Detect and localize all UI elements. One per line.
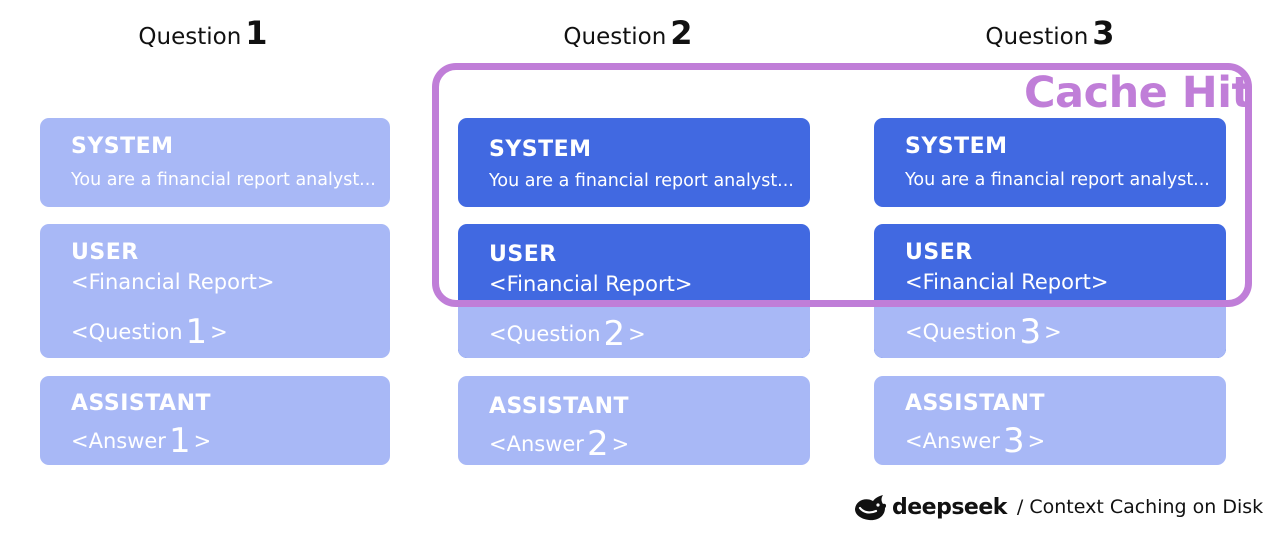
assistant-title: ASSISTANT [489,394,630,419]
system-text: You are a financial report analyst... [489,171,794,191]
system-card-1: SYSTEM You are a financial report analys… [40,118,390,207]
footer-tagline: / Context Caching on Disk [1016,496,1264,518]
user-title: USER [905,240,973,265]
answer-line: <Answer1> [71,421,212,461]
system-title: SYSTEM [489,137,592,162]
question-number: 2 [670,14,693,52]
system-title: SYSTEM [905,134,1008,159]
user-card-1: USER <Financial Report> <Question1> [40,224,390,358]
question-word: Question [563,24,667,50]
answer-line: <Answer2> [489,424,630,464]
brand-name: deepseek [892,494,1007,520]
assistant-card-1: ASSISTANT <Answer1> [40,376,390,465]
assistant-card-2: ASSISTANT <Answer2> [458,376,810,465]
system-card-3: SYSTEM You are a financial report analys… [874,118,1226,207]
question-word: Question [985,24,1089,50]
financial-report-text: <Financial Report> [489,272,693,296]
question-number: 1 [245,14,268,52]
cache-hit-region [432,63,1252,307]
question-line: <Question2> [489,314,646,354]
footer-branding: deepseek / Context Caching on Disk [852,490,1263,524]
whale-icon [855,495,887,521]
answer-line: <Answer3> [905,421,1046,461]
financial-report-text: <Financial Report> [905,270,1109,294]
user-title: USER [71,240,139,265]
system-title: SYSTEM [71,134,174,159]
question-number: 3 [1092,14,1115,52]
question-line: <Question3> [905,312,1062,352]
system-text: You are a financial report analyst... [71,170,376,190]
uncached-question-area [458,300,810,358]
cache-hit-label: Cache Hit [1024,68,1252,118]
assistant-card-3: ASSISTANT <Answer3> [874,376,1226,465]
user-card-3: USER <Financial Report> <Question3> [874,224,1226,358]
question-line: <Question1> [71,312,228,352]
user-title: USER [489,242,557,267]
system-card-2: SYSTEM You are a financial report analys… [458,118,810,207]
user-card-2: USER <Financial Report> <Question2> [458,224,810,358]
system-text: You are a financial report analyst... [905,170,1210,190]
financial-report-text: <Financial Report> [71,270,275,294]
assistant-title: ASSISTANT [71,391,212,416]
uncached-question-area [874,300,1226,358]
assistant-title: ASSISTANT [905,391,1046,416]
question-word: Question [138,24,242,50]
